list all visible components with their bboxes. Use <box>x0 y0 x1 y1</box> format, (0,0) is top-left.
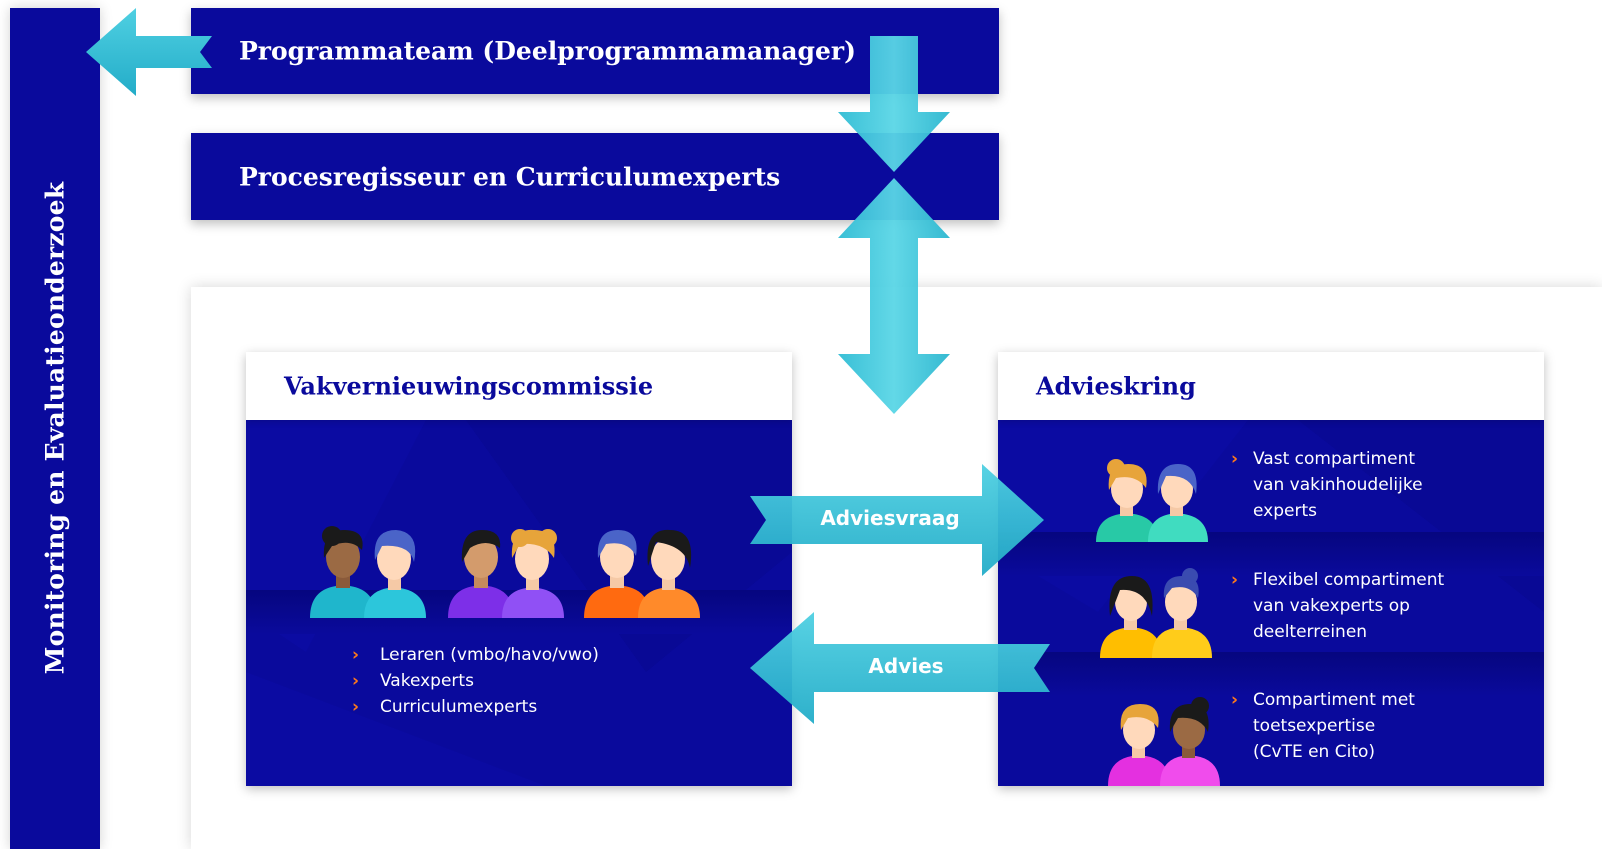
chevron-right-icon: › <box>1231 449 1239 469</box>
arrow-double-procesregisseur <box>838 178 950 414</box>
people-icons-advieskring <box>1096 459 1220 786</box>
arrow-down-programmateam <box>838 36 950 172</box>
chevron-right-icon: › <box>352 697 360 717</box>
programmateam-label: Programmateam (Deelprogrammamanager) <box>239 36 856 66</box>
compartment-toetsexpertise: › Compartiment met toetsexpertise (CvTE … <box>1231 687 1415 765</box>
people-pair-green-icon <box>1096 459 1208 542</box>
advieskring-card: Advieskring <box>998 352 1544 786</box>
vakvernieuwingscommissie-card: Vakvernieuwingscommissie <box>246 352 792 786</box>
procesregisseur-box: Procesregisseur en Curriculumexperts <box>191 133 999 220</box>
monitoring-evaluatie-bar: Monitoring en Evaluatieonderzoek <box>10 8 100 849</box>
compartment-divider <box>998 652 1544 696</box>
arrow-adviesvraag <box>750 464 1044 576</box>
list-item: ›Leraren (vmbo/havo/vwo) <box>350 642 599 668</box>
list-item: ›Curriculumexperts <box>350 694 599 720</box>
vakvernieuwingscommissie-title: Vakvernieuwingscommissie <box>284 371 654 401</box>
vakvernieuwingscommissie-header: Vakvernieuwingscommissie <box>246 352 792 420</box>
arrow-left-to-monitoring <box>86 8 212 96</box>
people-icons-commissie <box>310 526 700 618</box>
procesregisseur-label: Procesregisseur en Curriculumexperts <box>239 162 781 191</box>
list-item: ›Vakexperts <box>350 668 599 694</box>
chevron-right-icon: › <box>1231 690 1239 710</box>
advieskring-header: Advieskring <box>998 352 1544 420</box>
chevron-right-icon: › <box>352 645 360 665</box>
advies-label: Advies <box>868 654 944 678</box>
people-pair-teal-icon <box>310 526 426 618</box>
programmateam-box: Programmateam (Deelprogrammamanager) <box>191 8 999 94</box>
advieskring-title: Advieskring <box>1036 371 1196 401</box>
commissie-members-list: ›Leraren (vmbo/havo/vwo) ›Vakexperts ›Cu… <box>350 642 599 720</box>
chevron-right-icon: › <box>1231 570 1239 590</box>
people-pair-magenta-icon <box>1108 697 1220 786</box>
people-pair-yellow-icon <box>1100 568 1212 658</box>
chevron-right-icon: › <box>352 671 360 691</box>
arrow-advies <box>750 612 1050 724</box>
adviesvraag-label: Adviesvraag <box>820 506 960 530</box>
compartment-flexibel: › Flexibel compartiment van vakexperts o… <box>1231 567 1444 645</box>
people-pair-orange-icon <box>584 529 700 618</box>
compartment-divider <box>998 532 1544 576</box>
compartment-vast: › Vast compartiment van vakinhoudelijke … <box>1231 446 1423 524</box>
people-pair-purple-icon <box>448 529 564 618</box>
